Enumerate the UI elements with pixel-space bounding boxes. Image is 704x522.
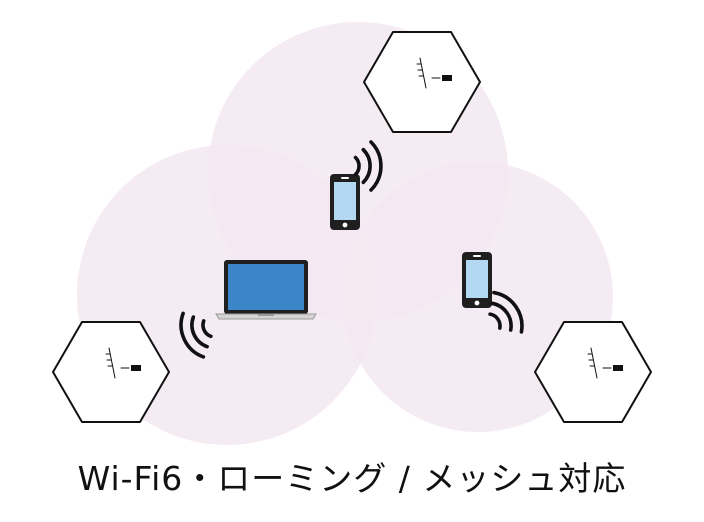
mesh-router-icon <box>52 321 170 423</box>
signal-phone-top <box>353 140 383 192</box>
phone-top <box>330 174 360 230</box>
smartphone-icon <box>462 252 492 308</box>
wifi-signal-icon <box>179 311 213 359</box>
router-top <box>363 31 481 133</box>
wifi-signal-icon <box>353 140 383 192</box>
signal-laptop <box>179 311 213 359</box>
wifi-signal-icon <box>488 290 524 334</box>
laptop <box>215 260 317 320</box>
router-right <box>534 321 652 423</box>
mesh-router-icon <box>534 321 652 423</box>
router-left <box>52 321 170 423</box>
caption-title: Wi-Fi6・ローミング / メッシュ対応 <box>77 459 627 498</box>
phone-right <box>462 252 492 308</box>
signal-phone-right <box>488 290 524 334</box>
mesh-router-icon <box>363 31 481 133</box>
laptop-icon <box>215 260 317 320</box>
smartphone-icon <box>330 174 360 230</box>
